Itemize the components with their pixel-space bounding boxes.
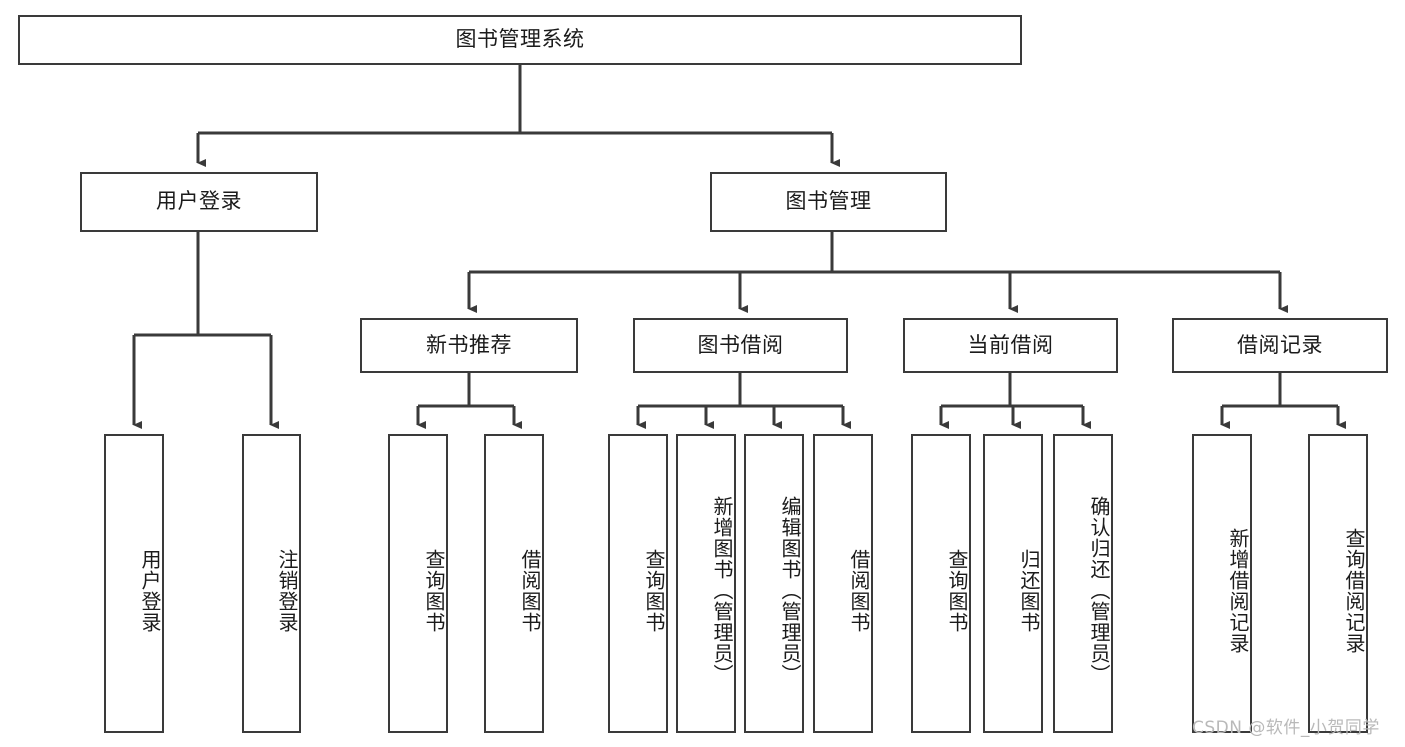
leaf-confirm-return-admin[interactable]: 确认归还（管理员） bbox=[1053, 434, 1113, 733]
leaf-query-book-newbook[interactable]: 查询图书 bbox=[388, 434, 448, 733]
leaf-query-book-current[interactable]: 查询图书 bbox=[911, 434, 971, 733]
node-user-login[interactable]: 用户登录 bbox=[80, 172, 318, 232]
leaf-borrow-book-newbook[interactable]: 借阅图书 bbox=[484, 434, 544, 733]
leaf-add-borrow-record[interactable]: 新增借阅记录 bbox=[1192, 434, 1252, 733]
leaf-query-borrow-record[interactable]: 查询借阅记录 bbox=[1308, 434, 1368, 733]
node-book-borrow[interactable]: 图书借阅 bbox=[633, 318, 848, 373]
leaf-user-login[interactable]: 用户登录 bbox=[104, 434, 164, 733]
csdn-watermark: CSDN @软件_小贺同学 bbox=[1192, 718, 1380, 738]
leaf-edit-book-admin[interactable]: 编辑图书（管理员） bbox=[744, 434, 804, 733]
leaf-logout[interactable]: 注销登录 bbox=[242, 434, 301, 733]
node-new-book-recommend[interactable]: 新书推荐 bbox=[360, 318, 578, 373]
leaf-return-book[interactable]: 归还图书 bbox=[983, 434, 1043, 733]
node-current-borrow[interactable]: 当前借阅 bbox=[903, 318, 1118, 373]
leaf-query-book-borrow[interactable]: 查询图书 bbox=[608, 434, 668, 733]
node-book-management[interactable]: 图书管理 bbox=[710, 172, 947, 232]
leaf-add-book-admin[interactable]: 新增图书（管理员） bbox=[676, 434, 736, 733]
node-borrow-record[interactable]: 借阅记录 bbox=[1172, 318, 1388, 373]
leaf-borrow-book[interactable]: 借阅图书 bbox=[813, 434, 873, 733]
node-root[interactable]: 图书管理系统 bbox=[18, 15, 1022, 65]
